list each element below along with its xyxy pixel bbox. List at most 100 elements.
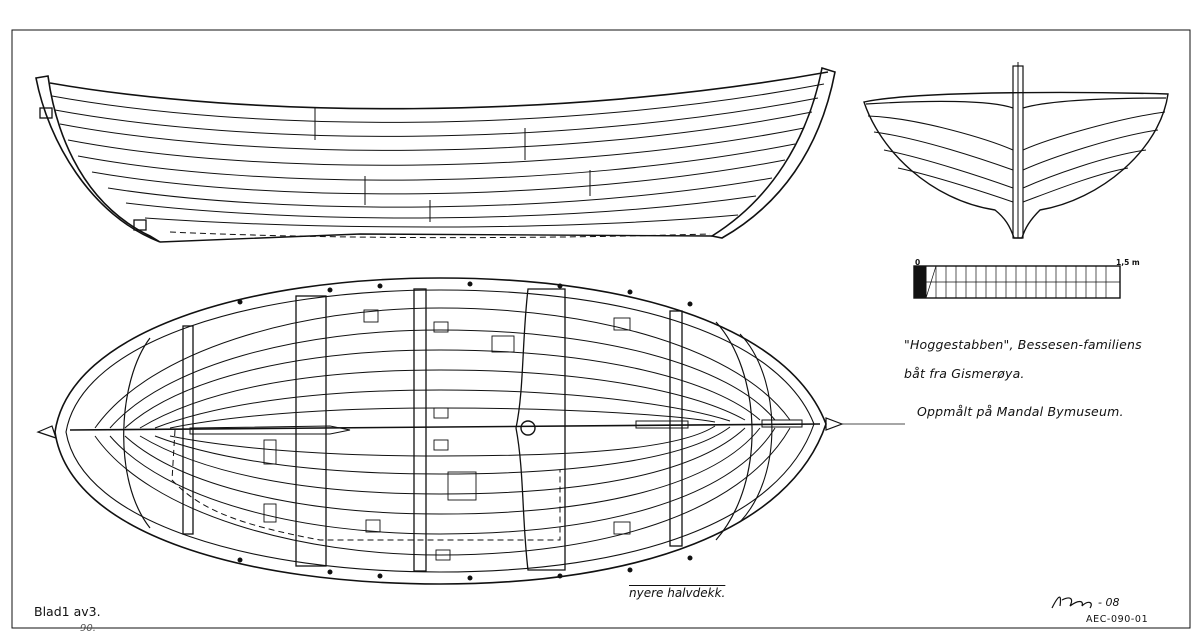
section-strake-1 [867,115,1014,151]
strake-line-3 [59,111,813,151]
strake-line-6 [91,159,786,195]
strake-line-1 [51,83,825,123]
caption-title: "Hoggestabben", Bessesen-familiens [904,337,1142,352]
section-strake-5 [1022,111,1166,151]
thwart-3 [413,288,427,572]
rivet-14 [687,555,693,561]
sheet-number-pencil: 90. [80,623,96,634]
plank-upper-2 [109,329,776,429]
plank-lower-3 [124,427,761,515]
keelson [69,423,821,431]
plan-view [36,277,1092,609]
plank-lower-5 [154,426,731,475]
cleat-4 [433,407,449,419]
rivet-4 [467,281,473,287]
stem-post [709,66,836,239]
scale-bar-diagonal [925,265,937,299]
section-gunwale [865,97,1167,109]
gunwale-line [49,71,829,110]
rudder-hinge-lower [133,219,147,231]
scale-bar [913,265,1121,299]
cleat-9 [365,519,381,533]
frame-aft [123,337,151,529]
strake-line-5 [77,143,796,181]
scale-end-label: 1,5 m [1116,258,1140,267]
hull-outline-outer [54,277,827,585]
scale-start-label: 0 [915,258,921,267]
section-strake-3 [883,149,1014,189]
signature [1051,596,1092,609]
keelson-fitting-aft [189,425,351,435]
plank-upper-1 [94,307,791,429]
cleat-5 [433,439,449,451]
rivet-9 [327,569,333,575]
rivet-3 [377,283,383,289]
plank-upper-3 [124,349,761,429]
thwart-1 [182,325,194,535]
cleat-6 [447,471,477,501]
cleat-2 [433,321,449,333]
plank-lower-2 [109,427,776,535]
thwart-4 [669,310,683,547]
section-strake-8 [1022,167,1129,203]
cleat-8 [263,503,277,523]
cleat-10 [613,317,631,331]
plank-upper-4 [139,369,746,429]
rivet-13 [627,567,633,573]
section-strake-4 [897,167,1014,203]
cleat-3 [491,335,515,353]
thwart-2 [295,295,327,567]
plank-lower-4 [139,427,746,495]
strake-line-8 [125,195,757,219]
date-mark: - 08 [1098,596,1120,609]
mast-step [520,420,536,436]
rivet-10 [377,573,383,579]
rudder-hinge-upper [39,107,53,119]
caption-measured: Oppmålt på Mandal Bymuseum. [917,404,1124,419]
rivet-12 [557,573,563,579]
sheet-number: Blad1 av3. [34,604,101,619]
garboard-line [144,214,739,228]
thwart-mast [515,288,566,571]
catalog-number: AEC-090-01 [1086,614,1149,625]
section-strake-2 [873,131,1014,171]
sheet-border [11,29,1191,629]
rivet-1 [237,299,243,305]
frame-fwd [715,321,753,541]
stern-post [35,75,161,243]
keelson-fitting-fwd [635,420,689,429]
bow-tip [825,417,844,431]
rivet-2 [327,287,333,293]
cleat-1 [363,309,379,323]
section-outline [863,91,1169,239]
strake-line-7 [107,177,773,208]
original-keel-dashed [169,231,711,239]
frame-fwd-2 [739,333,773,523]
keelson-fitting-bow [761,419,803,428]
strake-line-2 [54,97,819,137]
half-deck-dashed [171,429,561,541]
plank-lower-6 [169,425,716,457]
rivet-7 [687,301,693,307]
cleat-11 [613,521,631,535]
stern-tip [36,425,57,439]
cleat-12 [435,549,451,561]
profile-view [35,66,836,243]
plank-lower-1 [94,427,791,556]
cleat-7 [263,439,277,465]
scale-bar-solid [913,265,927,299]
section-view [863,62,1169,239]
rivet-5 [557,283,563,289]
caption-origin: båt fra Gismerøya. [904,366,1025,381]
keel-line [159,233,713,243]
strake-line-4 [67,127,805,166]
half-deck-note: nyere halvdekk. [629,586,726,600]
section-strake-6 [1022,129,1159,171]
rivet-8 [237,557,243,563]
section-strake-7 [1022,149,1147,189]
section-stem [1012,65,1024,239]
rivet-6 [627,289,633,295]
rivet-11 [467,575,473,581]
plank-upper-5 [154,389,731,429]
